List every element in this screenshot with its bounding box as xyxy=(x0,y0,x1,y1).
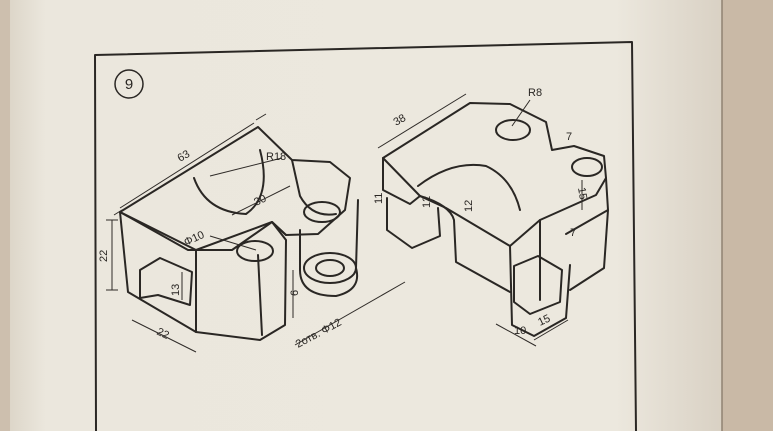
figure-number-badge: 9 xyxy=(114,69,144,99)
dim-step-6: 6 xyxy=(289,290,301,296)
dim-length-63: 63 xyxy=(176,148,193,165)
dim-offset-7a: 7 xyxy=(566,131,572,143)
dim-window-13: 13 xyxy=(170,284,182,296)
dim-radius-r18: R18 xyxy=(266,151,286,163)
paper-edge xyxy=(722,0,773,431)
drawing-frame xyxy=(94,41,637,431)
hole-top-left xyxy=(236,240,274,262)
dim-length-38: 38 xyxy=(392,112,409,129)
dim-thick-11: 11 xyxy=(373,193,385,204)
dim-thick-12a: 12 xyxy=(421,196,433,208)
dim-side-15: 15 xyxy=(575,186,589,200)
paper-page xyxy=(10,0,722,431)
dim-slot-30: 30 xyxy=(252,193,268,209)
dim-thick-12b: 12 xyxy=(463,200,475,212)
dim-base-15: 15 xyxy=(536,313,552,329)
dim-base-10: 10 xyxy=(514,325,526,337)
left-part-isometric: 63 R18 30 Φ10 22 22 13 6 2отв. Φ12 xyxy=(98,113,406,353)
dim-height-22: 22 xyxy=(98,250,110,262)
dim-offset-7b: 7 xyxy=(570,227,576,239)
figure-number: 9 xyxy=(125,76,133,93)
dim-depth-22: 22 xyxy=(155,326,171,342)
dim-radius-r8: R8 xyxy=(528,87,542,99)
right-part-section: 38 R8 11 12 12 7 7 15 10 15 xyxy=(373,87,609,347)
